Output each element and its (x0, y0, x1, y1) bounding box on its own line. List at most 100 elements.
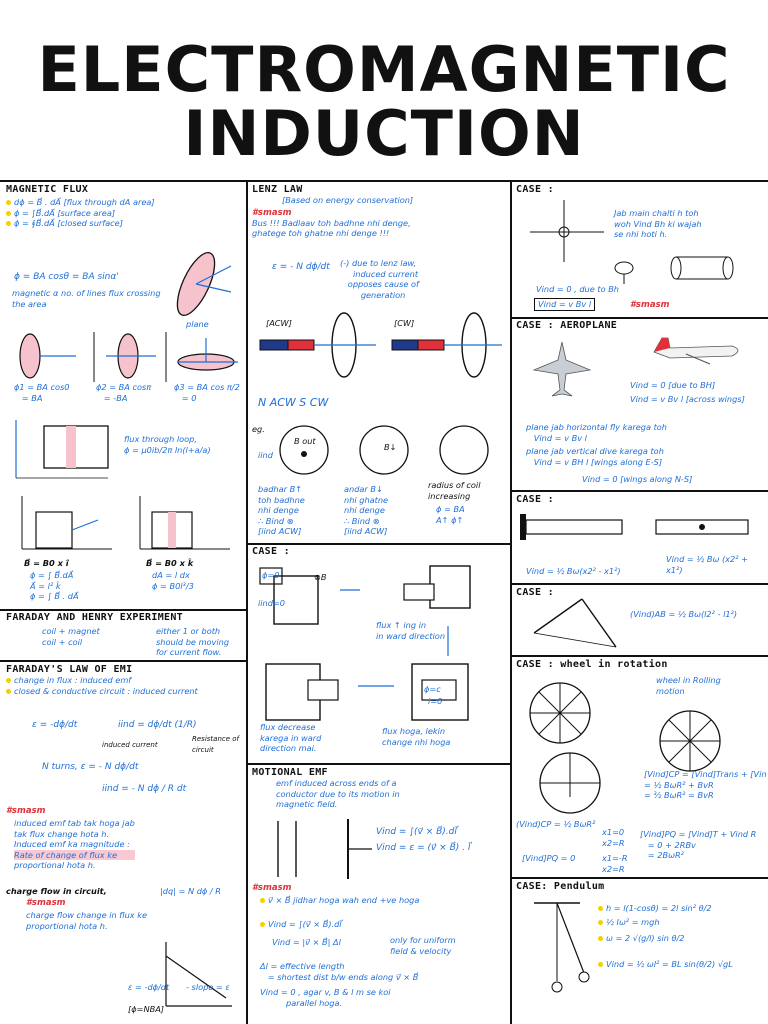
rod-diagram (277, 819, 372, 879)
faraday-bullet-1: change in flux : induced emf (6, 675, 244, 686)
case-top-text: Jab main chalti h toh woh Vind Bh ki waj… (614, 208, 702, 239)
faraday-eq-1: ε = -dϕ/dt (32, 720, 78, 730)
lenz-eq-note: (-) due to lenz law, induced current opp… (340, 258, 419, 300)
b-field-1: B⃗ = B0 x î (24, 558, 69, 568)
flux-case-2: ϕ2 = BA cosπ = -BA (96, 382, 152, 403)
col3-divider-c (512, 583, 768, 585)
case1-section: CASE : ϕ=0 iind=0 ⊗B flux ↑ ing in in wa… (252, 546, 508, 762)
flux-line-2: ϕ = ∫B⃗.dA⃗ [surface area] (6, 208, 244, 219)
lenz-smasm-line-2: ghatege toh ghatne nhi denge !!! (252, 228, 390, 238)
compass-diagram (530, 200, 604, 262)
acw-label: [ACW] (266, 318, 292, 328)
col3-divider-d (512, 655, 768, 657)
motional-s1: v⃗ × B⃗ jidhar hoga wah end +ve hoga (260, 895, 440, 906)
col1-divider-a (0, 609, 246, 611)
case-rod-heading: CASE : (516, 494, 554, 505)
case-top-section: CASE : Jab main chalti h toh woh Vind Bh… (516, 184, 766, 316)
flux-cases-diagram (19, 332, 238, 382)
faraday-eq-3: N turns, ε = - N dϕ/dt (42, 762, 139, 772)
page-title-line2: INDUCTION (183, 97, 585, 170)
case-top-heading: CASE : (516, 184, 554, 195)
faraday-eq-2-note2: Resistance of circuit (192, 735, 240, 754)
aeroplane-bullet-3: Vind = 0 [wings along N-S] (582, 474, 693, 484)
case1-flux-dec: flux decrease karega in ward direction m… (260, 722, 322, 753)
charge-smasm-tag: #smasm (26, 898, 66, 908)
column-divider-1 (246, 180, 248, 1024)
flux-time-graph (165, 942, 232, 1007)
lenz-smasm-line-1: Bus !!! Badlaav toh badhne nhi denge, (252, 217, 411, 228)
graph-eq: ε = -dϕ/dt (128, 982, 170, 992)
faraday-henry-left: coil + magnet coil + coil (42, 626, 100, 647)
motional-s3-note: only for uniform field & velocity (390, 935, 456, 956)
motional-s2: Vind = ∫(v⃗ × B⃗).dl⃗ (260, 919, 342, 930)
lenz-section: LENZ LAW [Based on energy conservation] … (252, 184, 508, 540)
iind-label: iind (258, 450, 273, 460)
lenz-case-3: ϕ = BA A↑ ϕ↑ (436, 504, 465, 525)
lenz-case-2: andar B↓ nhi ghatne nhi denge ∴ Bind ⊗ [… (344, 484, 389, 536)
col2-divider-b (248, 763, 510, 765)
faraday-law-section: FARADAY'S LAW OF EMI change in flux : in… (6, 664, 244, 1022)
field-graph-2 (139, 496, 230, 550)
faraday-law-heading: FARADAY'S LAW OF EMI (6, 664, 133, 675)
wheel-heading: CASE : wheel in rotation (516, 659, 668, 670)
flux-line-3: ϕ = ∮B⃗.dA⃗ [closed surface] (6, 218, 244, 229)
faraday-henry-right: either 1 or both should be moving for cu… (156, 626, 230, 657)
wheel-pq-eq: [Vind]PQ = 0 (522, 853, 576, 863)
motional-s5: Vind = 0 , agar v, B & l m se koi parall… (260, 987, 391, 1008)
faraday-eq-4: iind = - N dϕ / R dt (102, 784, 187, 794)
top-divider (0, 180, 768, 182)
case-rod-eq-2: Vind = ½ Bω (x2² + x1²) (666, 554, 748, 575)
case1-b-label: ⊗B (314, 572, 327, 582)
pendulum-line-1: h = l(1-cosθ) = 2l sin² θ/2 (598, 903, 712, 914)
col1-divider-b (0, 660, 246, 662)
motional-smasm-tag: #smasm (252, 883, 292, 893)
page-title-line1: ELECTROMAGNETIC (37, 33, 731, 106)
motional-emf-section: MOTIONAL EMF emf induced across ends of … (252, 767, 508, 1022)
motional-line-1: emf induced across ends of a (276, 778, 397, 788)
motional-eq-1: Vind = ∫(v⃗ × B⃗).dl⃗ (376, 827, 457, 837)
case-abc-section: CASE : (Vind)AB = ½ Bω(l2² - l1²) (516, 587, 766, 653)
eg-label: eg. (252, 424, 265, 434)
bout-label: B out (294, 436, 316, 446)
charge-smasm-line-2: proportional hota h. (26, 920, 108, 931)
aeroplane-bullet-1: plane jab horizontal fly karega toh Vind… (526, 422, 667, 443)
case1-phi-c: ϕ=c (424, 684, 441, 694)
faraday-eq-2: iind = dϕ/dt (1/R) (118, 720, 197, 730)
aeroplane-section: CASE : AEROPLANE Vind = 0 [due to BH] Vi… (516, 320, 766, 488)
pendulum-line-2: ½ Iω² = mgh (598, 917, 660, 928)
lenz-sub: [Based on energy conservation] (282, 195, 414, 205)
wheel-rolling-label: wheel in Rolling motion (656, 675, 721, 696)
flux-note: magnetic α no. of lines flux crossing th… (12, 288, 161, 309)
field-graph-1 (21, 496, 112, 550)
col3-divider-e (512, 877, 768, 879)
aeroplane-eq-2: Vind = v Bv l [across wings] (630, 394, 745, 404)
flux-case-3: ϕ3 = BA cos π/2 = 0 (174, 382, 240, 403)
lenz-case-1: badhar B↑ toh badhne nhi denge ∴ Bind ⊗ … (258, 484, 305, 536)
plane-side-icon (653, 337, 739, 365)
aeroplane-bullet-2: plane jab vertical dive karega toh Vind … (526, 446, 664, 467)
wheel-diagrams (529, 682, 721, 814)
graph-phi: [ϕ=NBA] (128, 1004, 164, 1014)
phi-result-1: ϕ = ∫ B⃗.dA⃗ A⃗ = l² k̂ ϕ = ∫ B⃗ . dA⃗ (30, 570, 79, 601)
bin-label: B↓ (384, 442, 397, 452)
wheel-pq-rolling-eq: [Vind]PQ = [Vind]T + Vind R = 0 + 2RBv =… (640, 829, 757, 860)
magnetic-flux-section: MAGNETIC FLUX dϕ = B⃗ . dA⃗ [flux throug… (6, 184, 244, 608)
flux-case-1: ϕ1 = BA cos0 = BA (14, 382, 70, 403)
charge-smasm-line-1: charge flow change in flux ke (26, 910, 148, 920)
lenz-smasm-tag: #smasm (252, 207, 292, 218)
pendulum-section: CASE: Pendulum h = l(1-cosθ) = 2l sin² θ… (516, 881, 766, 1022)
case1-heading: CASE : (252, 546, 290, 557)
faraday-smasm-tag: #smasm (6, 806, 46, 816)
faraday-smasm-line-4: Rate of change of flux ke (14, 849, 135, 860)
motional-eq-2: Vind = ε = (v⃗ × B⃗) . l⃗ (376, 843, 471, 853)
rotating-rod-diagrams (520, 514, 749, 540)
cw-label: [CW] (394, 318, 415, 328)
lenz-heading: LENZ LAW (252, 184, 303, 195)
faraday-henry-section: FARADAY AND HENRY EXPERIMENT coil + magn… (6, 612, 244, 658)
motional-s4: Δl = effective length = shortest dist b/… (260, 961, 419, 982)
wheel-xpq: x1=-R x2=R (602, 853, 628, 874)
lenz-eq: ε = - N dϕ/dt (272, 262, 330, 272)
motional-line-3: magnetic field. (276, 799, 338, 809)
axle-diagram (614, 256, 734, 284)
case-rod-eq-1: Vind = ½ Bω(x2² - x1²) (526, 566, 621, 576)
